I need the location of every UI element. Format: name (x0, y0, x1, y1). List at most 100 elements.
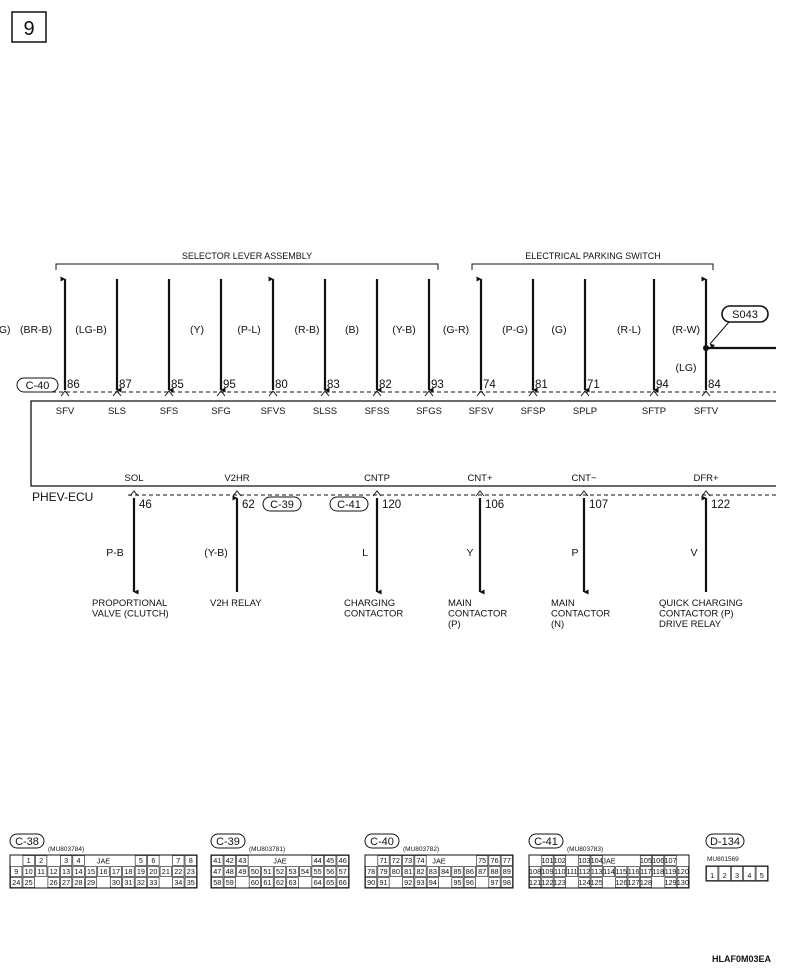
cavity-label-c-38-22: 22 (174, 867, 182, 876)
cavity-label-c-39-43: 43 (238, 856, 246, 865)
cavity-label-c-40-85: 85 (453, 867, 461, 876)
cavity-c-39-59 (223, 877, 236, 888)
cavity-c-39-50 (248, 866, 261, 877)
destination-cnt-0: MAIN (551, 598, 575, 609)
cavity-c-40-90 (365, 877, 378, 888)
terminal-cnt (579, 490, 589, 497)
cavity-label-c-38-20: 20 (149, 867, 157, 876)
cavity-label-c-41-112: 112 (579, 867, 591, 876)
cavity-c-38-25 (22, 877, 35, 888)
connector-view-id-c-40: C-40 (370, 836, 394, 848)
cavity-label-c-40-74: 74 (416, 856, 424, 865)
wire-color-9: (P-G) (502, 324, 528, 336)
cavity-label-c-41-109: 109 (541, 867, 553, 876)
cavity-c-39-48 (223, 866, 236, 877)
signal-sfgs: SFGS (416, 406, 442, 417)
terminal-sftp (649, 390, 659, 397)
cavity-label-c-38-15: 15 (87, 867, 95, 876)
cavity-label-c-39-48: 48 (226, 867, 234, 876)
cavity-label-c-39-55: 55 (314, 867, 322, 876)
wire-color-0: (BR-B) (20, 324, 52, 336)
wire-color-dfr: V (690, 547, 697, 559)
pin-splp: 71 (587, 379, 600, 391)
cavity-label-c-38-23: 23 (187, 867, 195, 876)
cavity-label-c-39-54: 54 (301, 867, 309, 876)
connector-view-part-c-40: (MU803782) (403, 846, 439, 853)
cavity-label-c-39-59: 59 (226, 878, 234, 887)
terminal-sfs (164, 390, 174, 397)
cavity-c-39-43 (236, 855, 249, 866)
cavity-label-c-40-92: 92 (404, 878, 412, 887)
cavity-c-39-65 (324, 877, 337, 888)
cavity-label-c-38-13: 13 (62, 867, 70, 876)
destination-cntp-1: CONTACTOR (344, 609, 403, 620)
wire-color-6: (B) (345, 324, 359, 336)
cavity-c-41-114 (603, 866, 615, 877)
terminal-splp (580, 390, 590, 397)
cavity-label-c-41-125: 125 (591, 878, 603, 887)
connector-key-c-38: JAE (97, 857, 111, 866)
wire-color-10: (G) (551, 324, 566, 336)
cavity-label-c-41-119: 119 (665, 867, 677, 876)
terminal-sol (129, 490, 139, 497)
cavity-d-134-5 (755, 866, 768, 881)
cavity-label-c-40-75: 75 (478, 856, 486, 865)
cavity-label-d-134-5: 5 (760, 871, 764, 880)
signal-sfss: SFSS (365, 406, 390, 417)
cavity-label-c-41-102: 102 (554, 856, 566, 865)
pin-sls: 87 (119, 379, 132, 391)
cavity-c-38-5 (134, 855, 147, 866)
cavity-c-40-77 (500, 855, 513, 866)
cavity-c-40-74 (414, 855, 427, 866)
connector-face-c-41 (528, 854, 690, 889)
cavity-label-c-40-96: 96 (466, 878, 474, 887)
cavity-c-39-60 (248, 877, 261, 888)
cavity-c-38-18 (122, 866, 135, 877)
cavity-c-40-79 (377, 866, 390, 877)
connector-view-id-c-38: C-38 (15, 836, 39, 848)
cavity-d-134-1 (706, 866, 719, 881)
cavity-label-c-40-76: 76 (490, 856, 498, 865)
connector-view-part-c-38: (MU803784) (48, 846, 84, 853)
cavity-label-c-39-46: 46 (339, 856, 347, 865)
terminal-cnt (475, 490, 485, 497)
cavity-label-c-41-101: 101 (541, 856, 553, 865)
cavity-c-41-122 (541, 877, 554, 888)
cavity-label-c-38-5: 5 (139, 856, 143, 865)
cavity-c-40-75 (476, 855, 489, 866)
cavity-c-39-54 (299, 866, 312, 877)
cavity-c-38-16 (97, 866, 110, 877)
pin-sfg: 95 (223, 379, 236, 391)
cavity-label-c-39-45: 45 (326, 856, 334, 865)
wire-color-cntp: L (362, 547, 368, 559)
signal-cntp: CNTP (364, 473, 390, 484)
cavity-c-38-29 (85, 877, 98, 888)
signal-sftp: SFTP (642, 406, 666, 417)
cavity-c-40-76 (488, 855, 501, 866)
cavity-c-41-120 (676, 866, 689, 877)
cavity-c-38-35 (184, 877, 197, 888)
cavity-c-38-34 (172, 877, 185, 888)
cavity-label-c-38-26: 26 (50, 878, 58, 887)
cavity-label-c-40-94: 94 (429, 878, 437, 887)
destination-sol-0: PROPORTIONAL (92, 598, 167, 609)
page-number-box (11, 11, 47, 43)
wire-color-cnt: Y (466, 547, 473, 559)
cavity-label-c-39-47: 47 (213, 867, 221, 876)
cavity-label-c-39-42: 42 (226, 856, 234, 865)
cavity-c-40-87 (476, 866, 489, 877)
pin-sfsp: 81 (535, 379, 548, 391)
cavity-c-39-45 (324, 855, 337, 866)
cavity-label-c-40-82: 82 (416, 867, 424, 876)
pin-sol: 46 (139, 499, 152, 511)
cavity-d-134-4 (743, 866, 756, 881)
pin-sfs: 85 (171, 379, 184, 391)
cavity-label-c-39-49: 49 (238, 867, 246, 876)
cavity-c-38-31 (122, 877, 135, 888)
cavity-label-c-38-30: 30 (112, 878, 120, 887)
cavity-label-c-38-7: 7 (176, 856, 180, 865)
page-number: 9 (23, 18, 34, 40)
cavity-label-c-38-21: 21 (162, 867, 170, 876)
cavity-label-c-39-64: 64 (314, 878, 322, 887)
pin-sftv: 84 (708, 379, 721, 391)
